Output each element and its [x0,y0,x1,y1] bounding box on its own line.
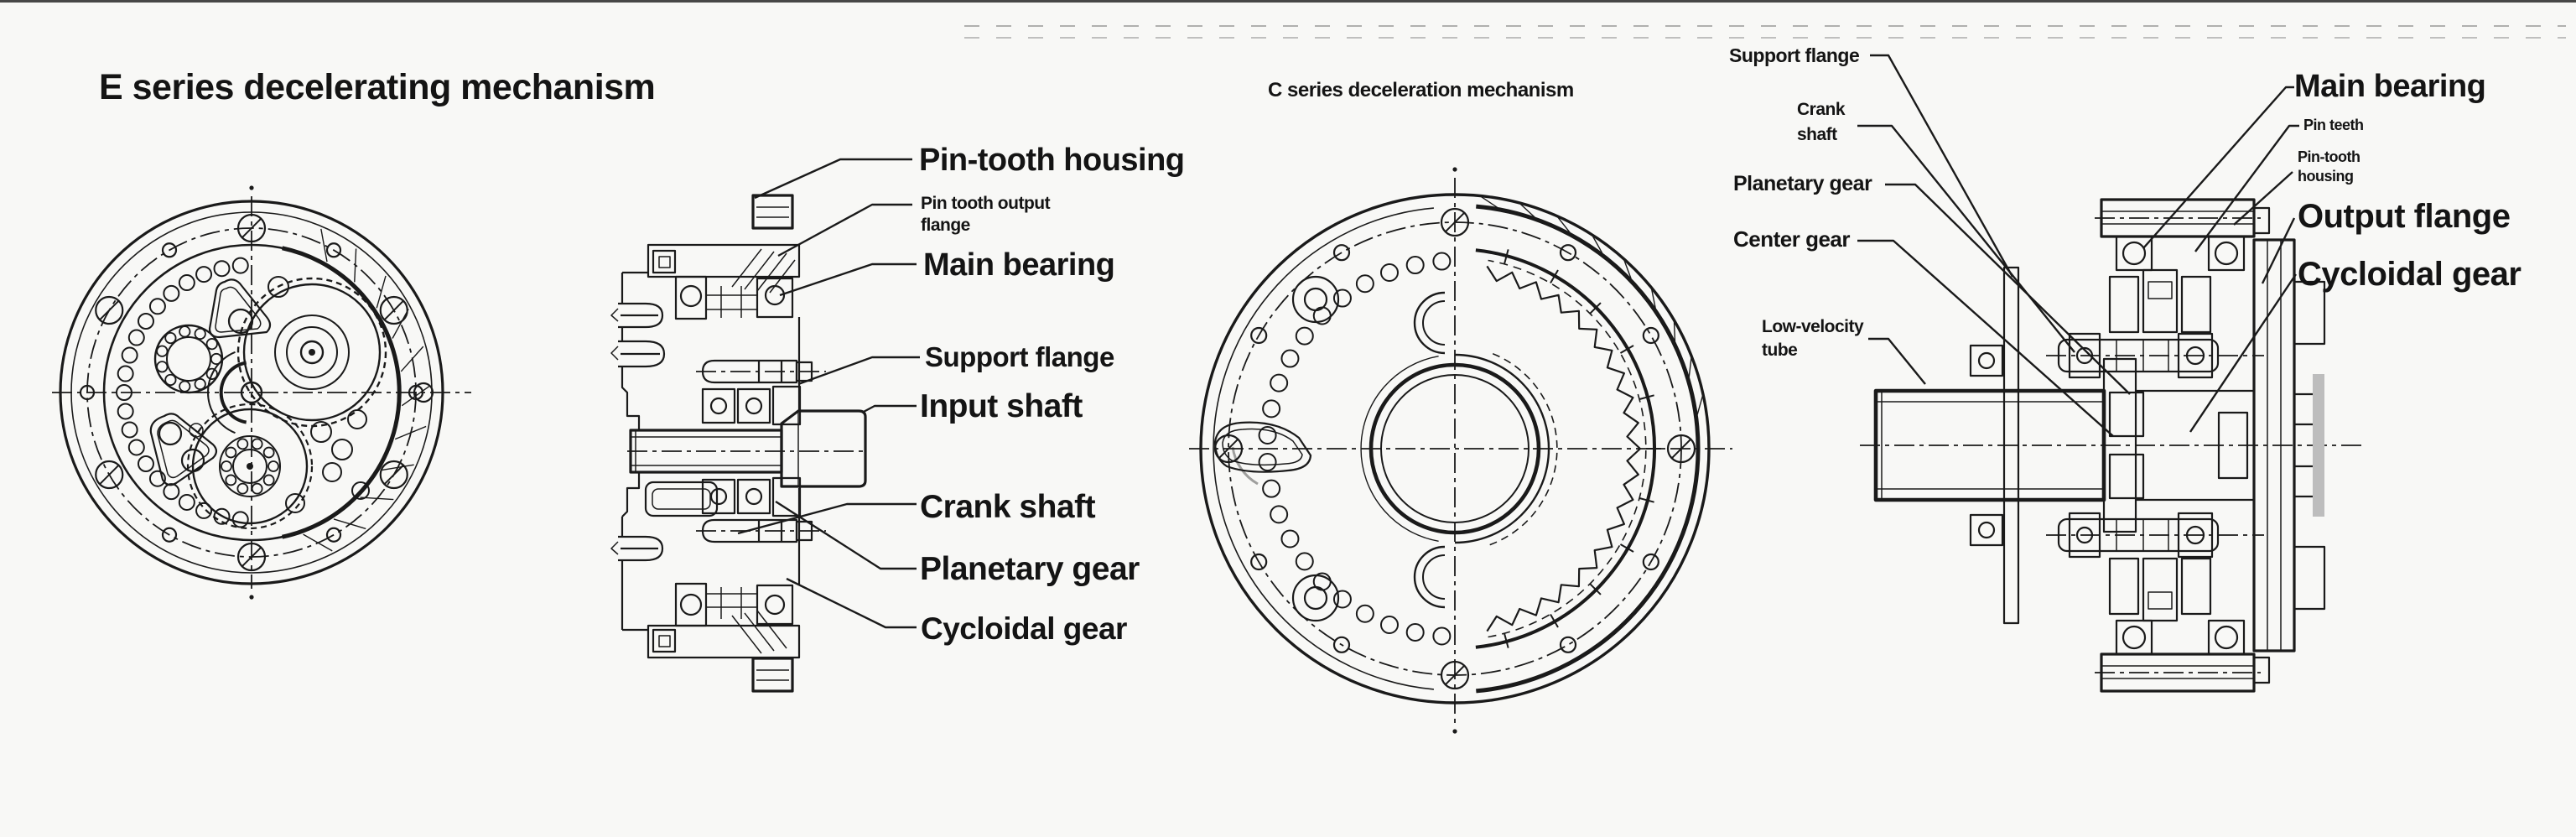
label-crank-shaft: Crank shaft [920,489,1096,525]
e-series-title: E series decelerating mechanism [99,67,656,107]
label-pin-tooth-output-flange: Pin tooth output flange [921,194,1051,235]
label-c-crank-shaft: Crank shaft [1797,100,1846,145]
label-c-center-gear: Center gear [1733,226,1851,252]
label-c-support-flange: Support flange [1729,44,1860,66]
label-c-low-velocity-tube: Low-velocity tube [1762,317,1864,361]
scan-dash-artifact [964,37,2566,39]
e-series-section-view [610,194,867,693]
label-planetary-gear: Planetary gear [920,551,1140,587]
label-pin-tooth-housing: Pin-tooth housing [919,143,1185,178]
label-c-planetary-gear: Planetary gear [1733,172,1872,195]
c-series-front-view [1189,167,1732,734]
c-series-title: C series deceleration mechanism [1268,79,1574,101]
label-c-cycloidal-gear: Cycloidal gear [2298,256,2521,293]
label-main-bearing: Main bearing [923,247,1115,283]
scan-dash-artifact [964,25,2566,27]
leader-lines [737,54,2299,629]
label-c-output-flange: Output flange [2298,198,2511,235]
label-support-flange: Support flange [925,341,1114,372]
label-c-pin-tooth-housing: Pin-tooth housing [2298,148,2360,185]
label-c-main-bearing: Main bearing [2294,69,2486,104]
label-c-pin-teeth: Pin teeth [2303,117,2364,133]
label-cycloidal-gear: Cycloidal gear [921,611,1127,646]
label-input-shaft: Input shaft [920,388,1083,424]
c-series-section-view [1860,198,2365,693]
e-series-front-view [52,185,471,600]
scan-edge-artifact [0,0,2576,3]
